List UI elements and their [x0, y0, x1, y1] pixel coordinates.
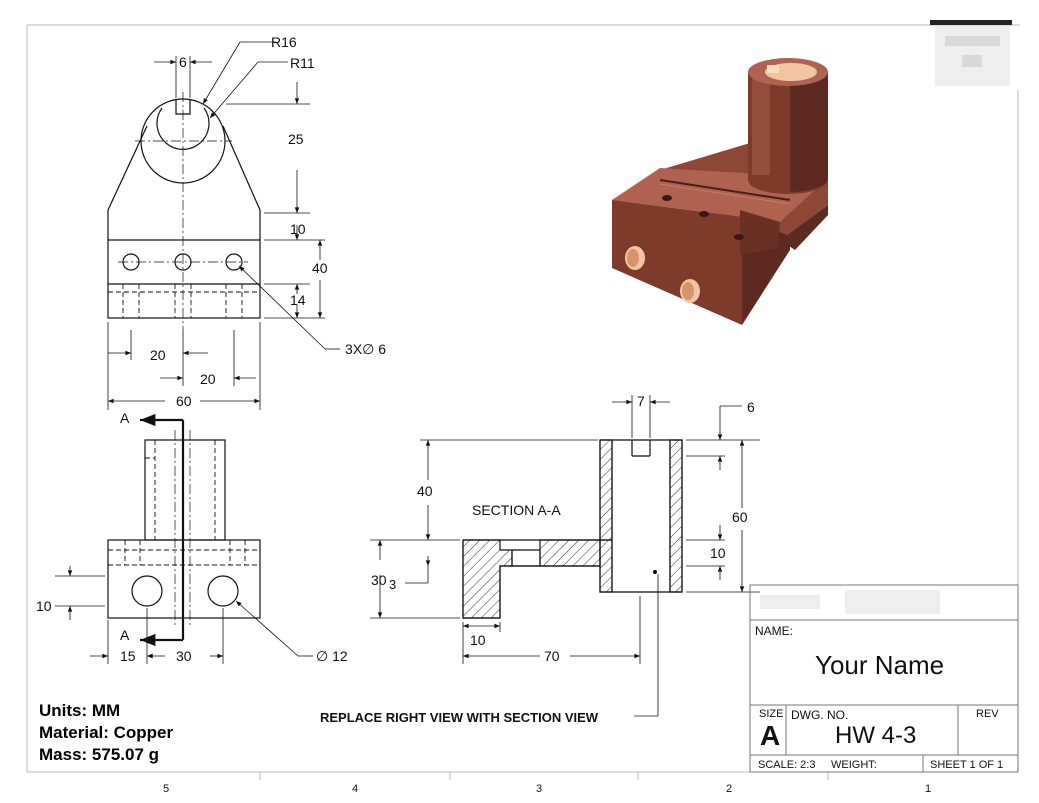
dim-3-section: 3 [389, 577, 396, 592]
isometric-render [612, 58, 828, 325]
drawing-notes: Units: MM Material: Copper Mass: 575.07 … [39, 700, 173, 766]
dim-10-top: 10 [36, 598, 52, 614]
section-title: SECTION A-A [472, 502, 561, 518]
size-label: SIZE [759, 708, 784, 720]
dim-6-section: 6 [747, 399, 755, 415]
size-value: A [760, 720, 781, 751]
dwg-label: DWG. NO. [791, 708, 849, 722]
section-dim-labels: SECTION A-A 7 6 40 60 10 30 3 10 70 REPL… [320, 393, 755, 725]
dim-slot-width: 6 [179, 54, 187, 70]
zone-4: 4 [352, 783, 358, 795]
dim-15: 15 [120, 648, 136, 664]
title-block [749, 584, 1019, 773]
front-dims [107, 41, 340, 410]
dim-30: 30 [176, 648, 192, 664]
weight-label: WEIGHT: [831, 759, 877, 771]
dim-25: 25 [288, 131, 304, 147]
top-view [107, 413, 261, 647]
dim-r11: R11 [290, 55, 315, 71]
cut-label-top: A [120, 410, 130, 426]
dim-10-section: 10 [710, 545, 726, 561]
dim-30-section: 30 [371, 572, 387, 588]
corner-logo [930, 20, 1012, 86]
name-label: NAME: [755, 624, 794, 638]
sheet-label: SHEET 1 OF 1 [930, 759, 1004, 771]
section-view [462, 439, 683, 619]
units-note: Units: MM [39, 701, 121, 720]
front-dim-labels: R16 R11 6 25 10 40 14 3X∅ 6 20 20 60 [150, 34, 386, 409]
name-value: Your Name [815, 650, 945, 680]
dim-20a: 20 [150, 347, 166, 363]
dim-10: 10 [290, 221, 306, 237]
zone-5: 5 [163, 783, 169, 795]
dim-14: 14 [290, 292, 306, 308]
mass-note: Mass: 575.07 g [39, 745, 160, 764]
dim-10-bottom: 10 [470, 632, 486, 648]
top-dims [55, 566, 313, 664]
instruction-note: REPLACE RIGHT VIEW WITH SECTION VIEW [320, 710, 599, 725]
cut-label-bottom: A [120, 627, 130, 643]
dim-40: 40 [312, 260, 328, 276]
material-note: Material: Copper [39, 723, 174, 742]
dim-holes: 3X∅ 6 [345, 341, 386, 357]
dim-40-section: 40 [417, 483, 433, 499]
dim-7: 7 [637, 393, 645, 409]
dim-60: 60 [176, 393, 192, 409]
front-view [107, 92, 261, 330]
dim-r16: R16 [271, 34, 297, 50]
zone-1: 1 [925, 783, 931, 795]
dim-70: 70 [544, 648, 560, 664]
dwg-value: HW 4-3 [835, 722, 917, 749]
zone-2: 2 [726, 783, 732, 795]
dim-d12: ∅ 12 [316, 648, 348, 664]
dim-20b: 20 [200, 371, 216, 387]
scale-label: SCALE: 2:3 [758, 759, 816, 771]
section-dims [370, 395, 760, 717]
dim-60-section: 60 [732, 509, 748, 525]
rev-label: REV [976, 708, 999, 720]
zone-3: 3 [536, 783, 542, 795]
top-dim-labels: A A 10 15 30 ∅ 12 [36, 410, 348, 664]
